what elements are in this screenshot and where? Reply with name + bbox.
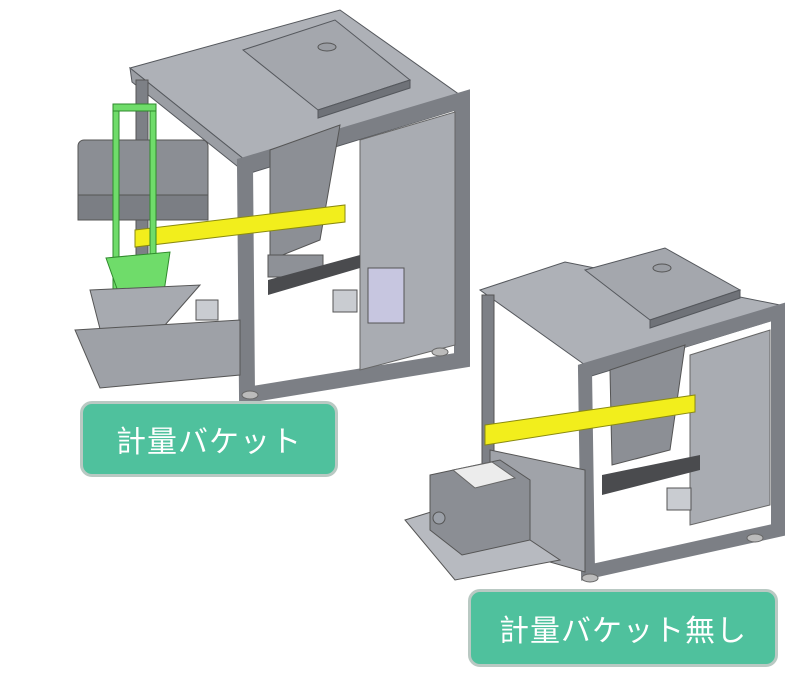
label-without-bucket: 計量バケット無し [468, 589, 778, 667]
machine-with-bucket [74, 9, 470, 405]
label-without-bucket-text: 計量バケット無し [499, 614, 747, 649]
label-with-bucket-text: 計量バケット [116, 425, 302, 460]
machine-without-bucket [404, 247, 785, 583]
label-with-bucket: 計量バケット [80, 401, 338, 477]
